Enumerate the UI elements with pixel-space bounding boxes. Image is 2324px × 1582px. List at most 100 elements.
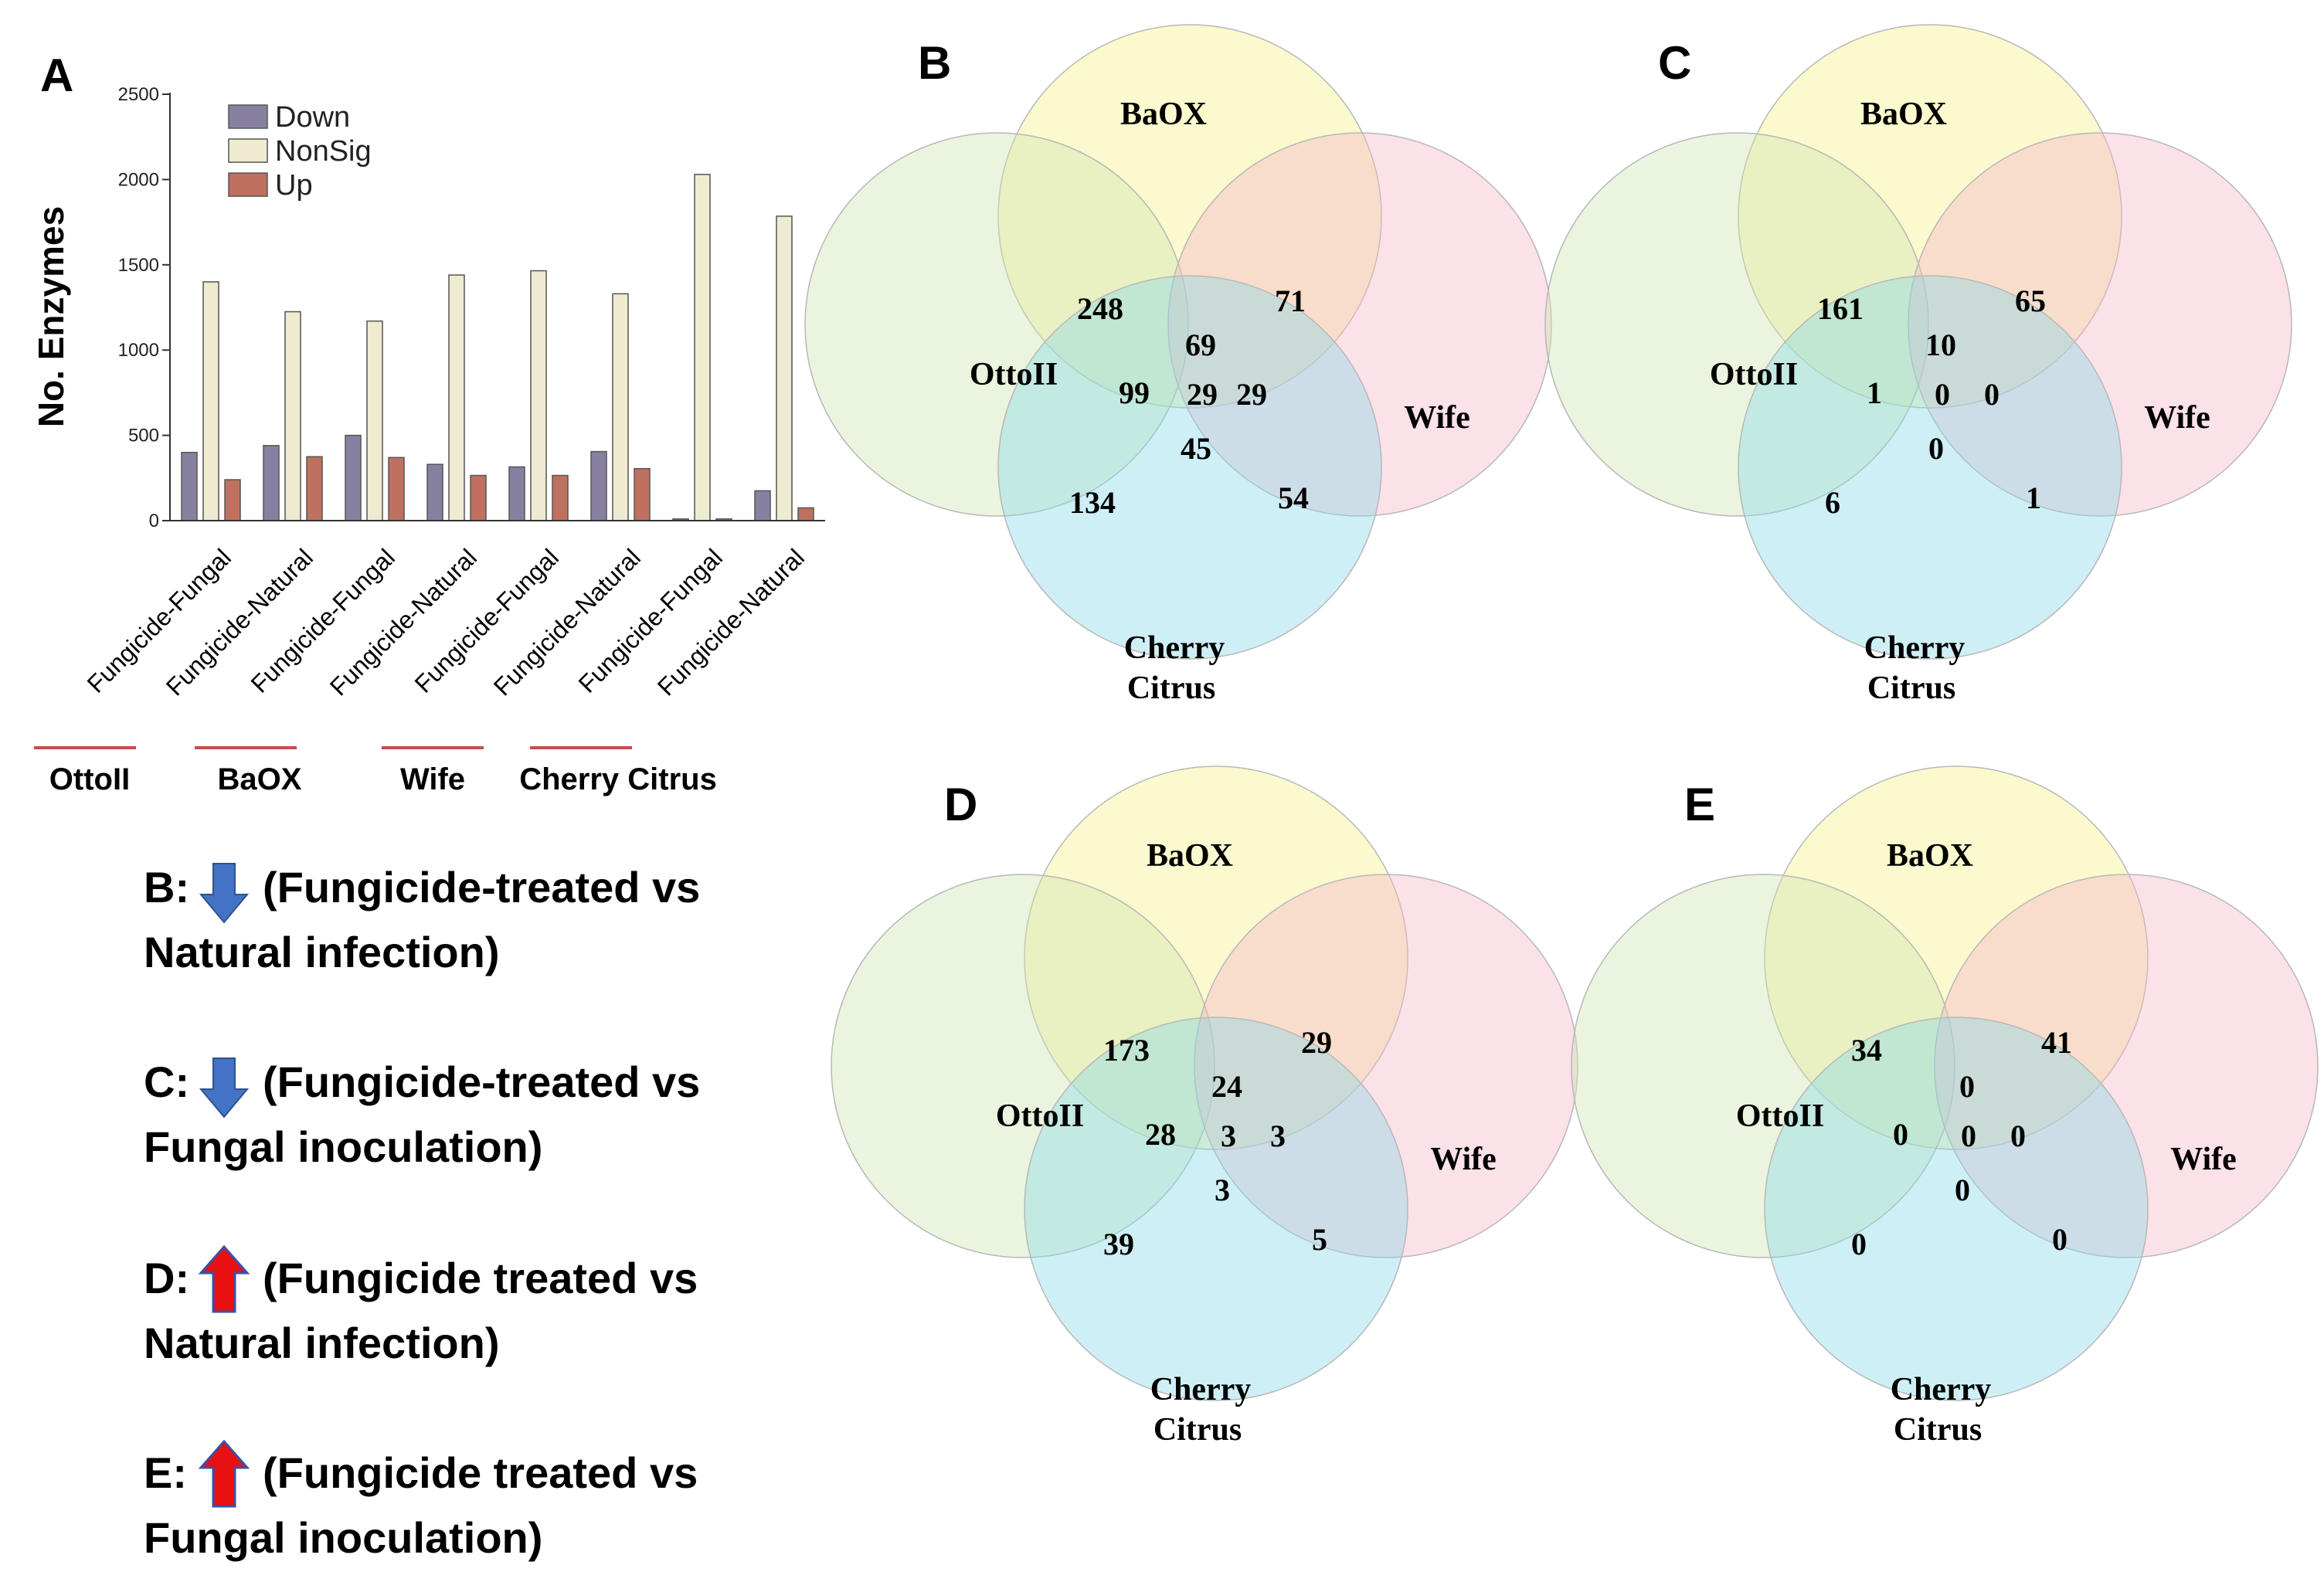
set-label-wife: Wife xyxy=(2144,400,2210,436)
set-label-baox: BaOX xyxy=(1147,838,1233,874)
caption-line1: (Fungicide treated vs xyxy=(263,1448,698,1497)
venn-count-bo: 248 xyxy=(1077,291,1123,326)
legend-swatch-up xyxy=(228,172,268,197)
venn-count-o_c: 134 xyxy=(1069,485,1116,520)
x-tick-label: Fungicide-Natural xyxy=(488,543,646,701)
bar-nonsig xyxy=(776,216,793,521)
bar-up xyxy=(388,457,405,521)
caption-line2: Natural infection) xyxy=(144,1319,499,1367)
venn-count-w_c: 0 xyxy=(2052,1222,2067,1257)
caption-line1: (Fungicide-treated vs xyxy=(263,1057,700,1106)
bar-nonsig xyxy=(612,293,629,521)
bar-nonsig xyxy=(202,281,219,521)
venn-circle-wife xyxy=(1908,132,2292,517)
venn-count-oc: 1 xyxy=(1867,375,1882,410)
set-label-wife: Wife xyxy=(1404,400,1470,436)
venn-count-bw: 41 xyxy=(2041,1025,2072,1060)
legend-label-up: Up xyxy=(275,169,313,202)
venn-circle-cherry xyxy=(1738,275,2122,660)
caption-prefix: C: xyxy=(144,1057,189,1106)
venn-circle-otto xyxy=(831,874,1215,1258)
venn-count-center: 0 xyxy=(1935,377,1950,412)
venn-count-wc: 3 xyxy=(1270,1119,1286,1153)
venn-circle-wife xyxy=(1167,132,1552,517)
bar-nonsig xyxy=(284,311,301,521)
venn-circle-cherry xyxy=(1024,1017,1408,1401)
venn-count-oc: 28 xyxy=(1145,1117,1176,1152)
bar-nonsig xyxy=(448,274,465,521)
venn-count-bow: 0 xyxy=(1959,1069,1975,1104)
x-tick-label: Fungicide-Fungal xyxy=(573,543,728,698)
set-label-cherry: Cherry xyxy=(1864,630,1966,666)
set-label-otto: OttoII xyxy=(996,1098,1084,1134)
x-tick-label: Fungicide-Fungal xyxy=(409,543,564,698)
venn-circle-baox xyxy=(1764,766,2149,1150)
venn-circle-baox xyxy=(1738,24,2122,409)
venn-circle-wife xyxy=(1194,874,1578,1258)
y-axis-label: No. Enzymes xyxy=(31,206,71,427)
bar-down xyxy=(754,490,771,521)
venn-circle-otto xyxy=(1544,132,1929,517)
bar-down xyxy=(345,434,362,521)
venn-count-oc: 99 xyxy=(1119,375,1150,410)
set-label-citrus: Citrus xyxy=(1154,1412,1242,1448)
caption-line1: (Fungicide treated vs xyxy=(263,1254,698,1302)
bar-up xyxy=(634,467,651,521)
venn-circle-baox xyxy=(997,24,1382,409)
set-label-citrus: Citrus xyxy=(1127,670,1215,706)
bar-up xyxy=(224,479,241,521)
bar-down xyxy=(590,450,607,521)
bar-nonsig xyxy=(530,270,547,521)
up-arrow-icon xyxy=(198,1244,250,1313)
venn-count-w_c: 5 xyxy=(1312,1222,1327,1257)
legend-swatch-nonsig xyxy=(228,138,268,163)
set-label-wife: Wife xyxy=(2170,1142,2237,1177)
bar-up xyxy=(306,456,323,521)
y-tick-label: 1000 xyxy=(118,340,159,361)
set-label-otto: OttoII xyxy=(970,357,1058,392)
set-label-cherry: Cherry xyxy=(1124,630,1225,666)
bar-down xyxy=(508,466,525,521)
y-tick-label: 1500 xyxy=(118,255,159,276)
bar-nonsig xyxy=(694,174,711,521)
set-label-cherry: Cherry xyxy=(1891,1372,1992,1407)
panel-label-a: A xyxy=(40,49,73,101)
venn-count-ocw: 0 xyxy=(1928,431,1944,466)
venn-count-o_c: 6 xyxy=(1825,485,1840,520)
y-tick-label: 0 xyxy=(149,511,159,531)
venn-count-wc: 0 xyxy=(2010,1119,2026,1153)
venn-count-ocw: 3 xyxy=(1215,1173,1230,1207)
down-arrow-icon xyxy=(199,863,250,924)
venn-count-bw: 65 xyxy=(2015,283,2046,318)
caption-line2: Natural infection) xyxy=(144,928,499,976)
bar-nonsig xyxy=(366,320,383,521)
bar-down xyxy=(426,463,443,521)
venn-count-center: 3 xyxy=(1221,1119,1236,1153)
venn-count-bow: 10 xyxy=(1925,328,1956,362)
venn-count-bw: 71 xyxy=(1275,283,1306,318)
group-label: Wife xyxy=(400,762,465,796)
set-label-baox: BaOX xyxy=(1860,97,1947,132)
venn-circle-cherry xyxy=(997,275,1382,660)
venn-circle-wife xyxy=(1934,874,2319,1258)
venn-count-center: 29 xyxy=(1187,377,1218,412)
x-tick-label: Fungicide-Natural xyxy=(161,543,318,701)
set-label-citrus: Citrus xyxy=(1867,670,1955,706)
x-axis-labels: Fungicide-FungalFungicide-NaturalFungici… xyxy=(82,543,810,701)
legend-label-down: Down xyxy=(275,101,350,134)
down-arrow-icon xyxy=(199,1057,250,1119)
venn-count-o_c: 39 xyxy=(1103,1227,1134,1261)
